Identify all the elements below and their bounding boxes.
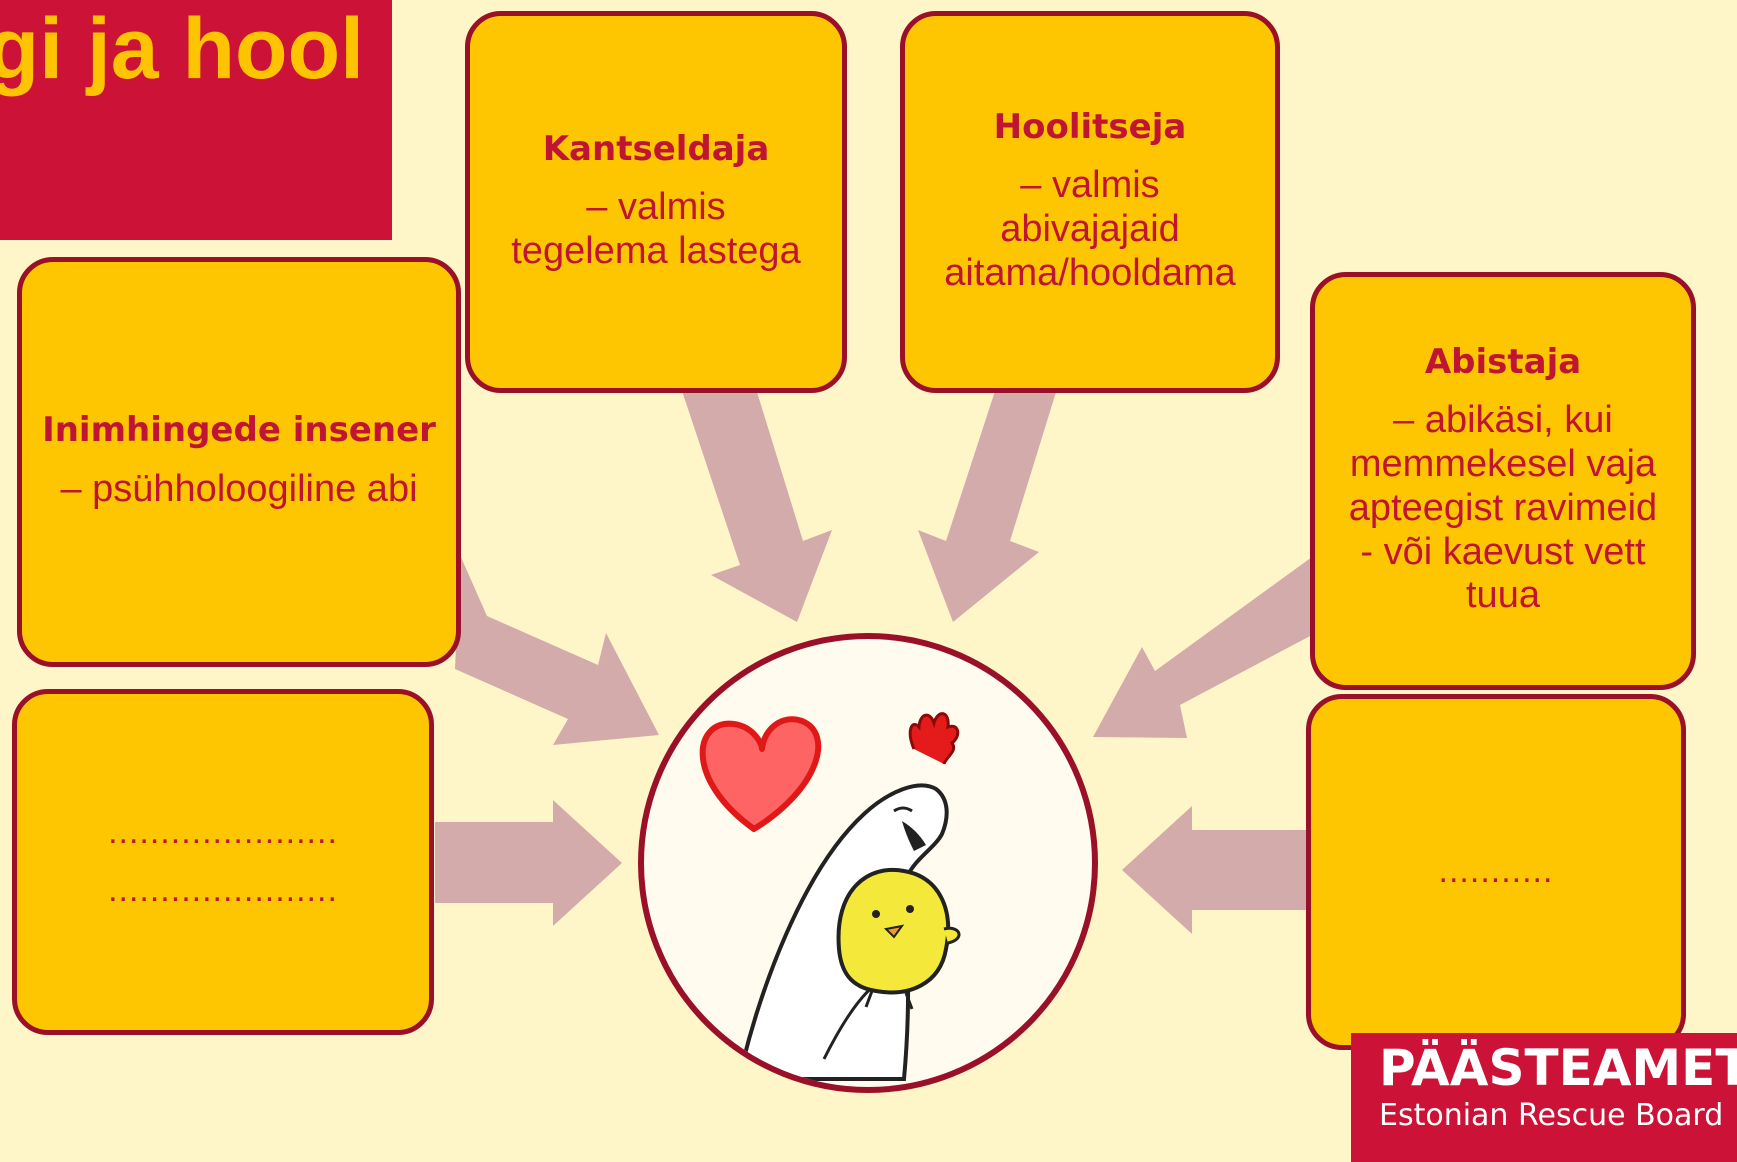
- blank-line-2: ......................: [108, 871, 338, 909]
- blank-line-1: ...........: [1438, 852, 1554, 891]
- box-description: – abikäsi, kui memmekesel vaja apteegist…: [1348, 399, 1658, 617]
- paasteamet-logo: PÄÄSTEAMET Estonian Rescue Board: [1351, 1033, 1737, 1162]
- arrow-from-inimhingede: [455, 555, 659, 745]
- center-illustration: [638, 633, 1098, 1093]
- chick-icon: [836, 867, 961, 1010]
- box-title: Kantseldaja: [542, 128, 770, 169]
- box-blank-right: ...........: [1306, 694, 1686, 1050]
- page-title: gi ja hool: [0, 1, 364, 97]
- arrow-from-blank-left: [435, 800, 622, 926]
- arrow-from-hoolitseja: [918, 363, 1065, 622]
- box-description: – valmis tegelema lastega: [511, 186, 801, 272]
- box-blank-left: ...................... .................…: [12, 689, 434, 1035]
- arrow-from-blank-right: [1122, 806, 1310, 934]
- box-abistaja: Abistaja – abikäsi, kui memmekesel vaja …: [1310, 272, 1696, 690]
- box-hoolitseja: Hoolitseja – valmis abivajajaid aitama/h…: [900, 11, 1280, 393]
- logo-name: PÄÄSTEAMET: [1379, 1039, 1737, 1097]
- box-description: – psühholoogiline abi: [60, 467, 418, 510]
- box-title: Hoolitseja: [993, 106, 1187, 147]
- arrow-from-abistaja: [1093, 557, 1312, 738]
- box-description: – valmis abivajajaid aitama/hooldama: [944, 164, 1236, 294]
- box-kantseldaja: Kantseldaja – valmis tegelema lastega: [465, 11, 847, 393]
- arrow-from-kantseldaja: [680, 363, 832, 622]
- box-inimhingede-insener: Inimhingede insener – psühholoogiline ab…: [17, 257, 461, 667]
- logo-subtitle: Estonian Rescue Board: [1379, 1098, 1724, 1133]
- heart-icon: [699, 716, 822, 832]
- box-title: Abistaja: [1424, 342, 1582, 383]
- box-title: Inimhingede insener: [42, 410, 436, 451]
- blank-line-1: ......................: [108, 813, 338, 852]
- title-banner: gi ja hool: [0, 0, 392, 240]
